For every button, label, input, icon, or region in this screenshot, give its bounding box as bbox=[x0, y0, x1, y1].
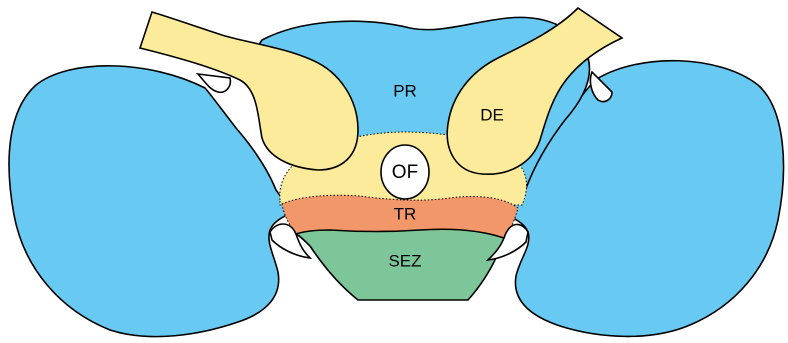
label-sez: SEZ bbox=[388, 251, 421, 270]
label-of: OF bbox=[392, 162, 418, 183]
label-tr: TR bbox=[394, 204, 417, 223]
label-de: DE bbox=[480, 105, 504, 124]
left-optic-lobe bbox=[9, 66, 292, 337]
label-pr: PR bbox=[393, 81, 417, 100]
